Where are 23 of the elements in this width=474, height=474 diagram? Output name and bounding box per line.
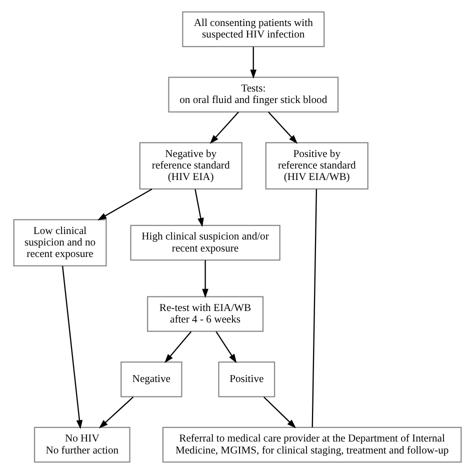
node-box: Positive <box>218 361 275 398</box>
node-box: All consenting patients with suspected HIV infection <box>182 11 324 48</box>
arrow <box>194 189 204 227</box>
node-box: No HIV No further action <box>33 426 130 463</box>
arrow <box>250 46 256 79</box>
arrow <box>164 331 192 363</box>
arrow <box>98 396 134 428</box>
arrow <box>262 396 296 428</box>
node-box: Positive by reference standard (HIV EIA/WB) <box>264 142 368 190</box>
arrow <box>96 188 152 220</box>
connector <box>311 189 317 428</box>
node-box: Referral to medical care provider at the Department of Internal Medicine, MGIMS, for clinical staging, treatment and follow-up <box>162 426 462 463</box>
arrow <box>267 112 298 144</box>
arrow <box>202 260 208 298</box>
arrow <box>215 331 236 364</box>
arrow <box>209 112 238 144</box>
node-box: Negative <box>120 361 182 398</box>
node-box: Negative by reference standard (HIV EIA) <box>138 142 242 190</box>
node-box: Tests: on oral fluid and finger stick blood <box>168 76 338 113</box>
node-box: High clinical suspicion and/or recent exposure <box>130 224 280 261</box>
arrow <box>61 266 82 430</box>
node-box: Re-test with EIA/WB after 4 - 6 weeks <box>146 296 264 332</box>
node-box: Low clinical suspicion and no recent exposure <box>12 219 106 266</box>
